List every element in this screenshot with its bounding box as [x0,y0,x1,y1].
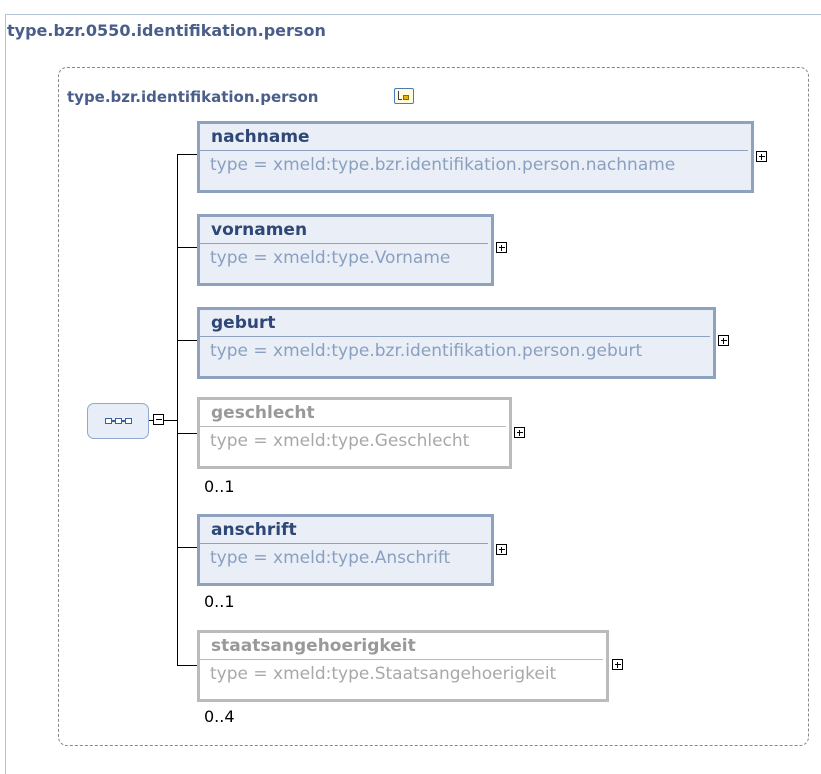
occurrence-label: 0..1 [204,477,235,496]
element-name: anschrift [200,517,488,544]
element-name: staatsangehoerigkeit [200,633,603,660]
expand-toggle-icon[interactable] [514,427,525,438]
expand-toggle-icon[interactable] [496,242,507,253]
connector-line [164,420,177,421]
element-box-nachname[interactable]: nachname type = xmeld:type.bzr.identifik… [197,121,754,193]
element-type: type = xmeld:type.bzr.identifikation.per… [210,341,643,361]
branch-line [177,247,197,248]
element-type: type = xmeld:type.Vorname [210,248,451,268]
element-box-geburt[interactable]: geburt type = xmeld:type.bzr.identifikat… [197,307,716,379]
branch-line [177,340,197,341]
inner-complex-type-frame [58,67,809,746]
element-name: geburt [200,310,710,337]
element-type: type = xmeld:type.Anschrift [210,548,451,568]
sequence-icon [104,418,132,424]
element-box-vornamen[interactable]: vornamen type = xmeld:type.Vorname [197,214,494,286]
element-box-staatsangehoerigkeit[interactable]: staatsangehoerigkeit type = xmeld:type.S… [197,630,609,702]
branch-line [177,547,197,548]
branch-line [177,433,197,434]
element-type: type = xmeld:type.bzr.identifikation.per… [210,155,676,175]
element-name: vornamen [200,217,488,244]
complex-type-icon[interactable] [394,88,414,104]
outer-type-title: type.bzr.0550.identifikation.person [7,21,326,40]
element-box-geschlecht[interactable]: geschlecht type = xmeld:type.Geschlecht [197,397,512,469]
branch-line [177,154,197,155]
element-type: type = xmeld:type.Geschlecht [210,431,470,451]
expand-toggle-icon[interactable] [612,659,623,670]
element-box-anschrift[interactable]: anschrift type = xmeld:type.Anschrift [197,514,494,586]
outer-complex-type-frame [5,14,821,774]
branch-line [177,665,197,666]
expand-toggle-icon[interactable] [718,335,729,346]
collapse-toggle-icon[interactable] [153,414,164,425]
sequence-compositor[interactable] [87,403,149,439]
expand-toggle-icon[interactable] [756,151,767,162]
element-type: type = xmeld:type.Staatsangehoerigkeit [210,664,557,684]
element-name: geschlecht [200,400,506,427]
element-name: nachname [200,124,748,151]
sequence-spine-line [177,154,178,666]
inner-type-title: type.bzr.identifikation.person [67,88,319,106]
expand-toggle-icon[interactable] [496,544,507,555]
connector-line [149,420,153,421]
occurrence-label: 0..4 [204,707,235,726]
occurrence-label: 0..1 [204,592,235,611]
